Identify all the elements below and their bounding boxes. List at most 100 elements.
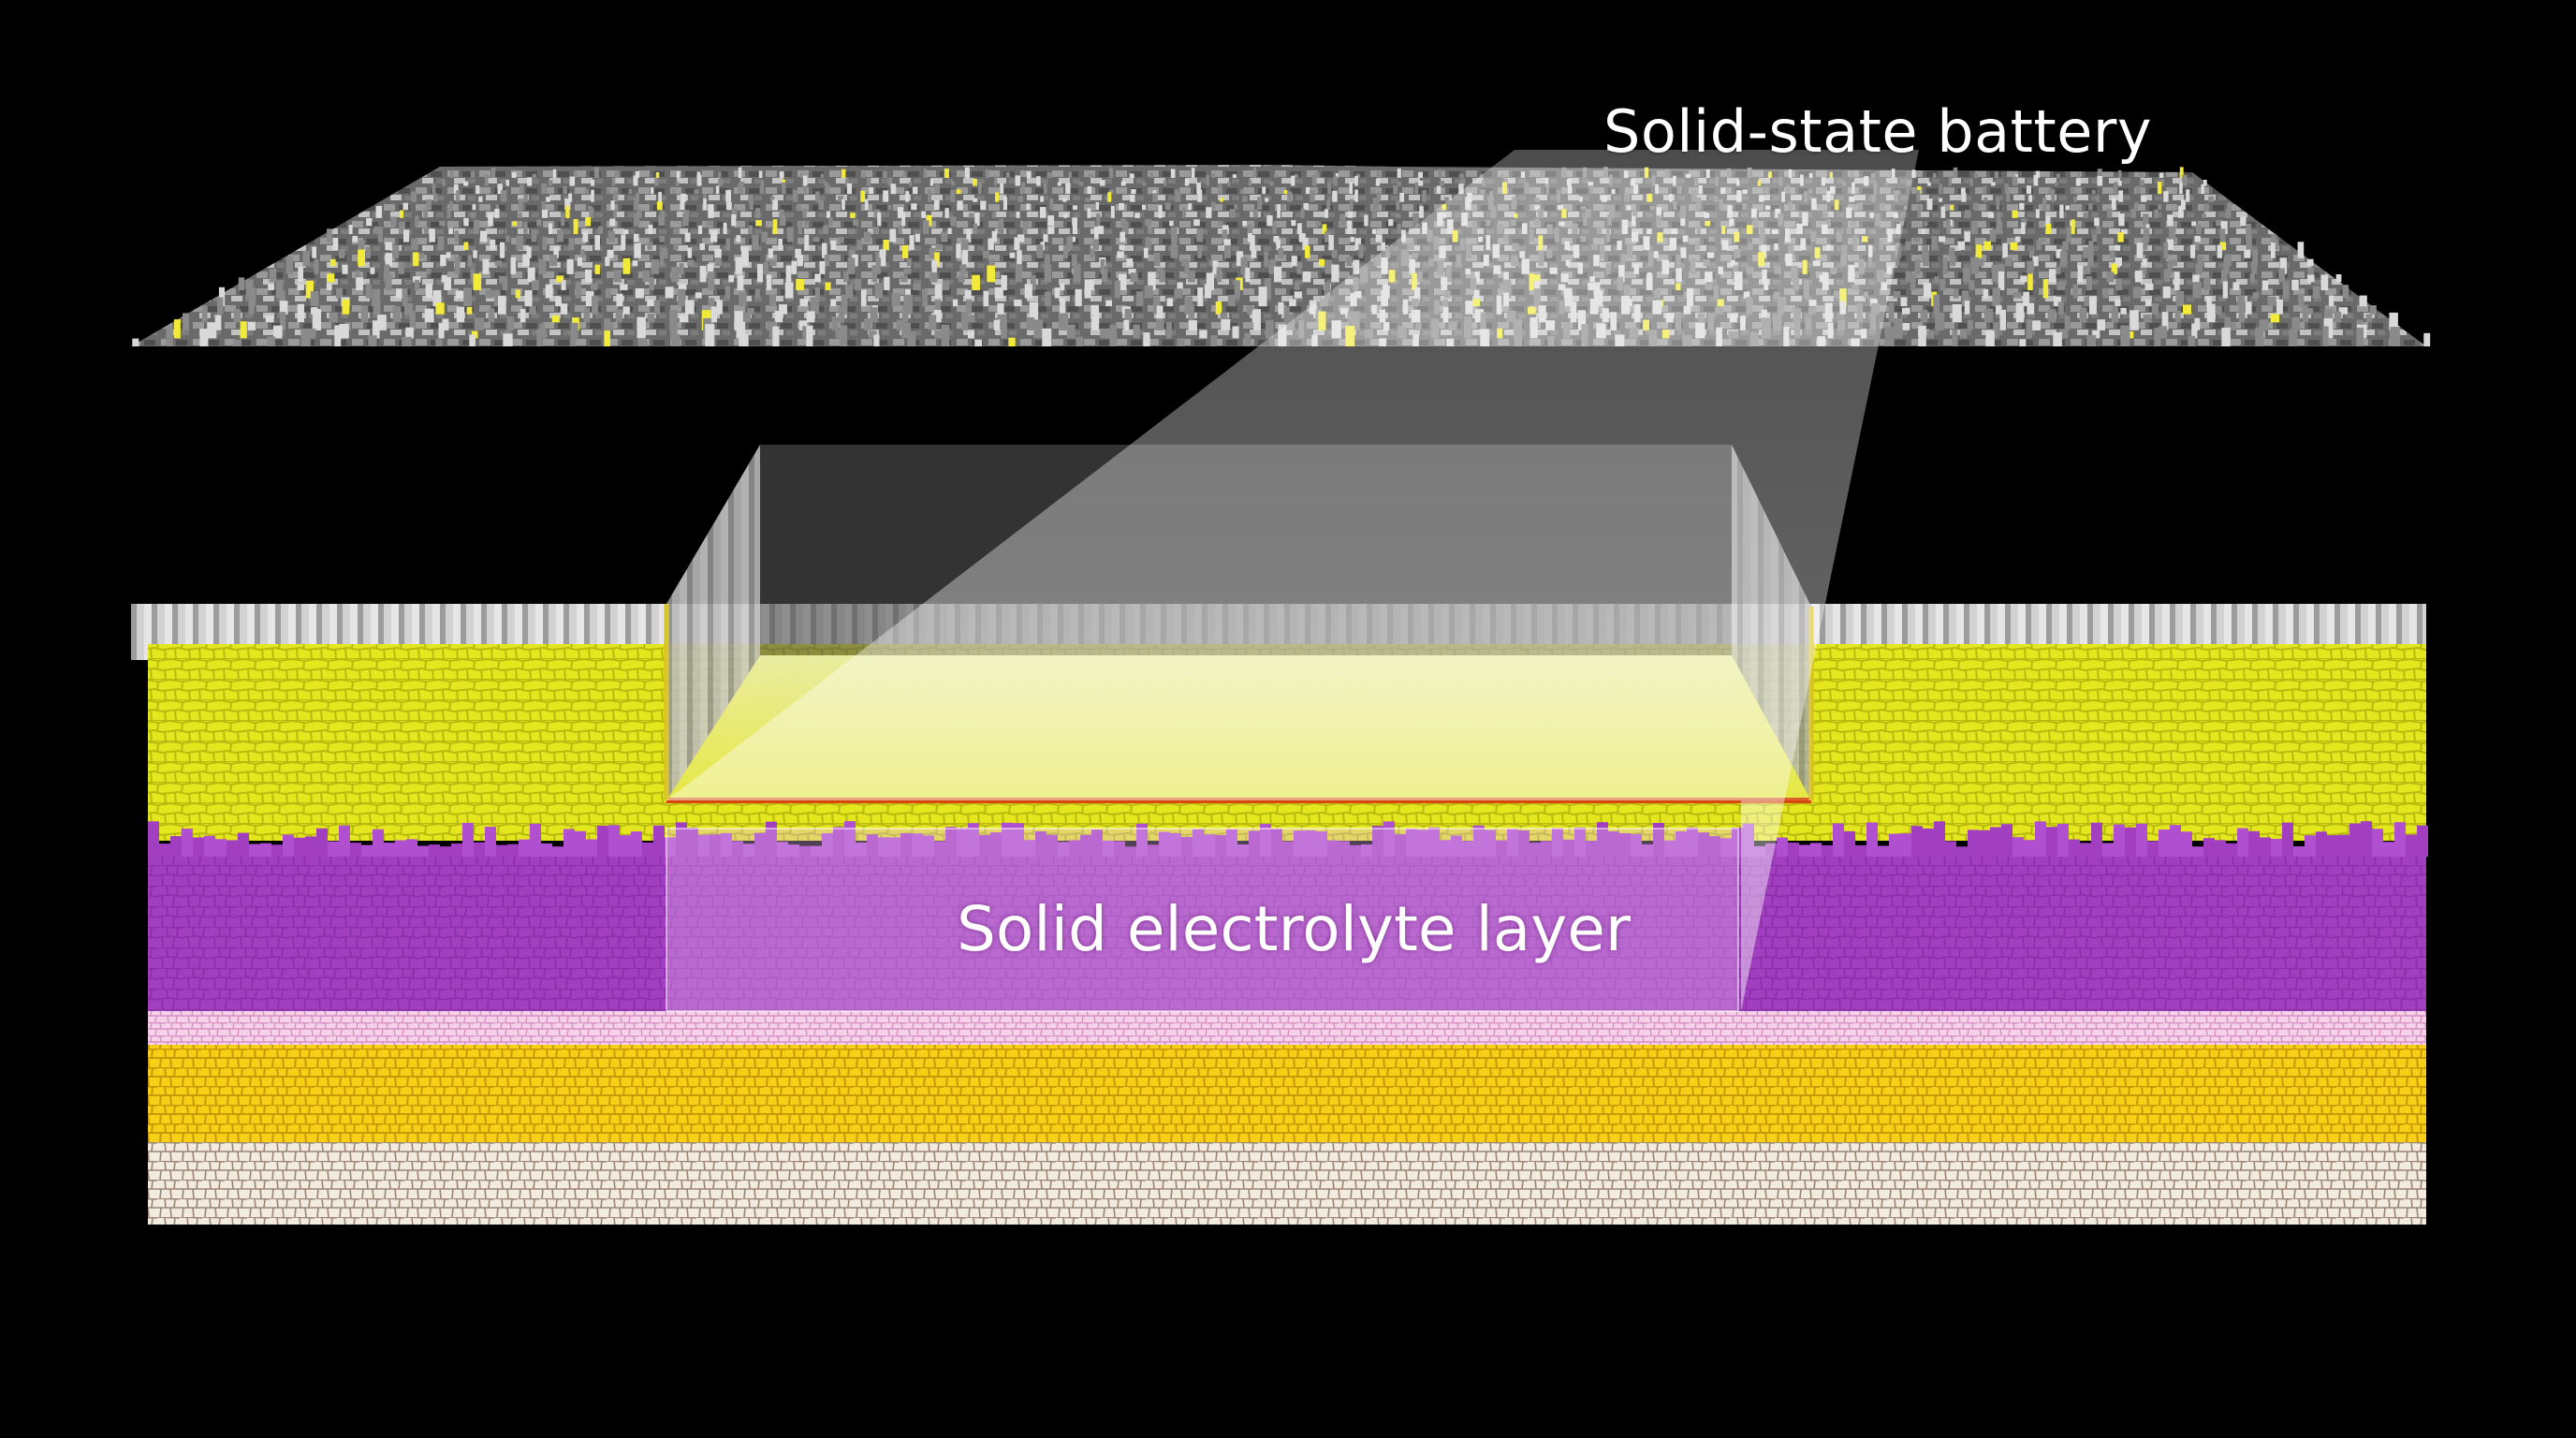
surface-pillar (1119, 202, 1124, 211)
surface-pillar (565, 206, 570, 218)
surface-pillar (2092, 330, 2100, 339)
surface-pillar (1042, 328, 1052, 346)
surface-pillar (1216, 267, 1222, 283)
surface-pillar (524, 289, 533, 307)
interface-grain (159, 844, 170, 857)
surface-pillar (838, 237, 844, 242)
surface-pillar (1232, 326, 1239, 339)
surface-pillar (621, 234, 626, 251)
surface-pillar (710, 306, 717, 323)
interface-grain (2316, 831, 2327, 857)
surface-pillar (2307, 308, 2314, 315)
surface-pillar (373, 226, 379, 234)
surface-pillar (585, 217, 592, 227)
surface-pillar (2220, 221, 2228, 234)
surface-pillar (873, 334, 880, 346)
surface-pillar (1905, 241, 1911, 251)
interface-grain (2147, 841, 2159, 857)
surface-pillar (1009, 252, 1016, 258)
surface-pillar (824, 255, 830, 267)
surface-pillar (425, 284, 432, 299)
surface-pillar (392, 245, 400, 258)
surface-pillar (1252, 209, 1258, 218)
surface-pillar (2115, 299, 2121, 307)
surface-pillar (1072, 222, 1077, 234)
surface-pillar (2118, 180, 2122, 186)
surface-pillar (1149, 172, 1153, 178)
surface-pillar (1370, 189, 1376, 195)
interface-grain (1350, 844, 1361, 857)
surface-pillar (961, 239, 969, 251)
surface-pillar (952, 299, 959, 307)
surface-pillar (929, 178, 933, 186)
surface-pillar (470, 212, 476, 218)
surface-pillar (532, 173, 536, 178)
surface-pillar (1969, 280, 1975, 290)
surface-pillar (635, 288, 644, 299)
surface-pillar (2084, 296, 2090, 307)
surface-pillar (2174, 311, 2181, 323)
surface-pillar (717, 171, 722, 178)
surface-pillar (1950, 205, 1954, 211)
surface-pillar (2197, 256, 2204, 267)
surface-pillar (238, 277, 245, 290)
surface-pillar (1952, 329, 1958, 346)
surface-pillar (1158, 204, 1163, 218)
interface-grain (1631, 833, 1642, 857)
surface-pillar (707, 264, 714, 274)
surface-pillar (1196, 229, 1204, 242)
surface-pillar (541, 183, 548, 195)
surface-pillar (498, 296, 506, 315)
interface-grain (1091, 829, 1103, 857)
interface-grain (2406, 834, 2417, 857)
surface-pillar (2055, 182, 2058, 186)
surface-pillar (772, 199, 778, 211)
surface-pillar (823, 225, 829, 234)
surface-pillar (2012, 176, 2018, 186)
surface-pillar (437, 236, 445, 251)
surface-pillar (414, 279, 419, 290)
interface-grain (215, 839, 227, 857)
surface-pillar (563, 185, 567, 195)
surface-pillar (906, 257, 912, 267)
surface-pillar (446, 252, 451, 258)
surface-pillar (795, 205, 801, 211)
surface-pillar (696, 174, 702, 186)
surface-pillar (850, 213, 856, 218)
surface-pillar (922, 288, 928, 307)
surface-pillar (1985, 330, 1995, 346)
interface-grain (799, 845, 811, 857)
surface-pillar (2141, 196, 2147, 202)
surface-pillar (2335, 274, 2342, 283)
surface-pillar (780, 213, 786, 227)
interface-grain (1777, 837, 1788, 857)
surface-pillar (435, 338, 443, 346)
surface-pillar (511, 172, 517, 178)
surface-pillar (2083, 265, 2091, 274)
surface-pillar (424, 308, 434, 323)
surface-pillar (358, 249, 365, 267)
interface-grain (1260, 824, 1271, 857)
surface-pillar (1197, 189, 1203, 202)
interface-grain (1170, 833, 1181, 857)
surface-pillar (1014, 237, 1020, 251)
interlayer (148, 1011, 2426, 1045)
surface-pillar (553, 246, 559, 258)
surface-pillar (900, 275, 908, 283)
surface-pillar (1236, 251, 1244, 267)
surface-pillar (501, 189, 507, 202)
surface-pillar (2015, 302, 2025, 323)
surface-pillar (1939, 279, 1946, 290)
surface-pillar (942, 280, 949, 290)
surface-pillar (285, 257, 293, 274)
surface-pillar (853, 219, 859, 227)
surface-pillar (993, 175, 998, 186)
surface-pillar (2203, 203, 2210, 211)
surface-pillar (1935, 312, 1945, 330)
surface-pillar (2267, 296, 2276, 307)
surface-pillar (622, 257, 631, 274)
surface-pillar (470, 170, 475, 178)
surface-pillar (634, 213, 640, 227)
surface-pillar (679, 263, 684, 274)
surface-pillar (687, 247, 693, 258)
